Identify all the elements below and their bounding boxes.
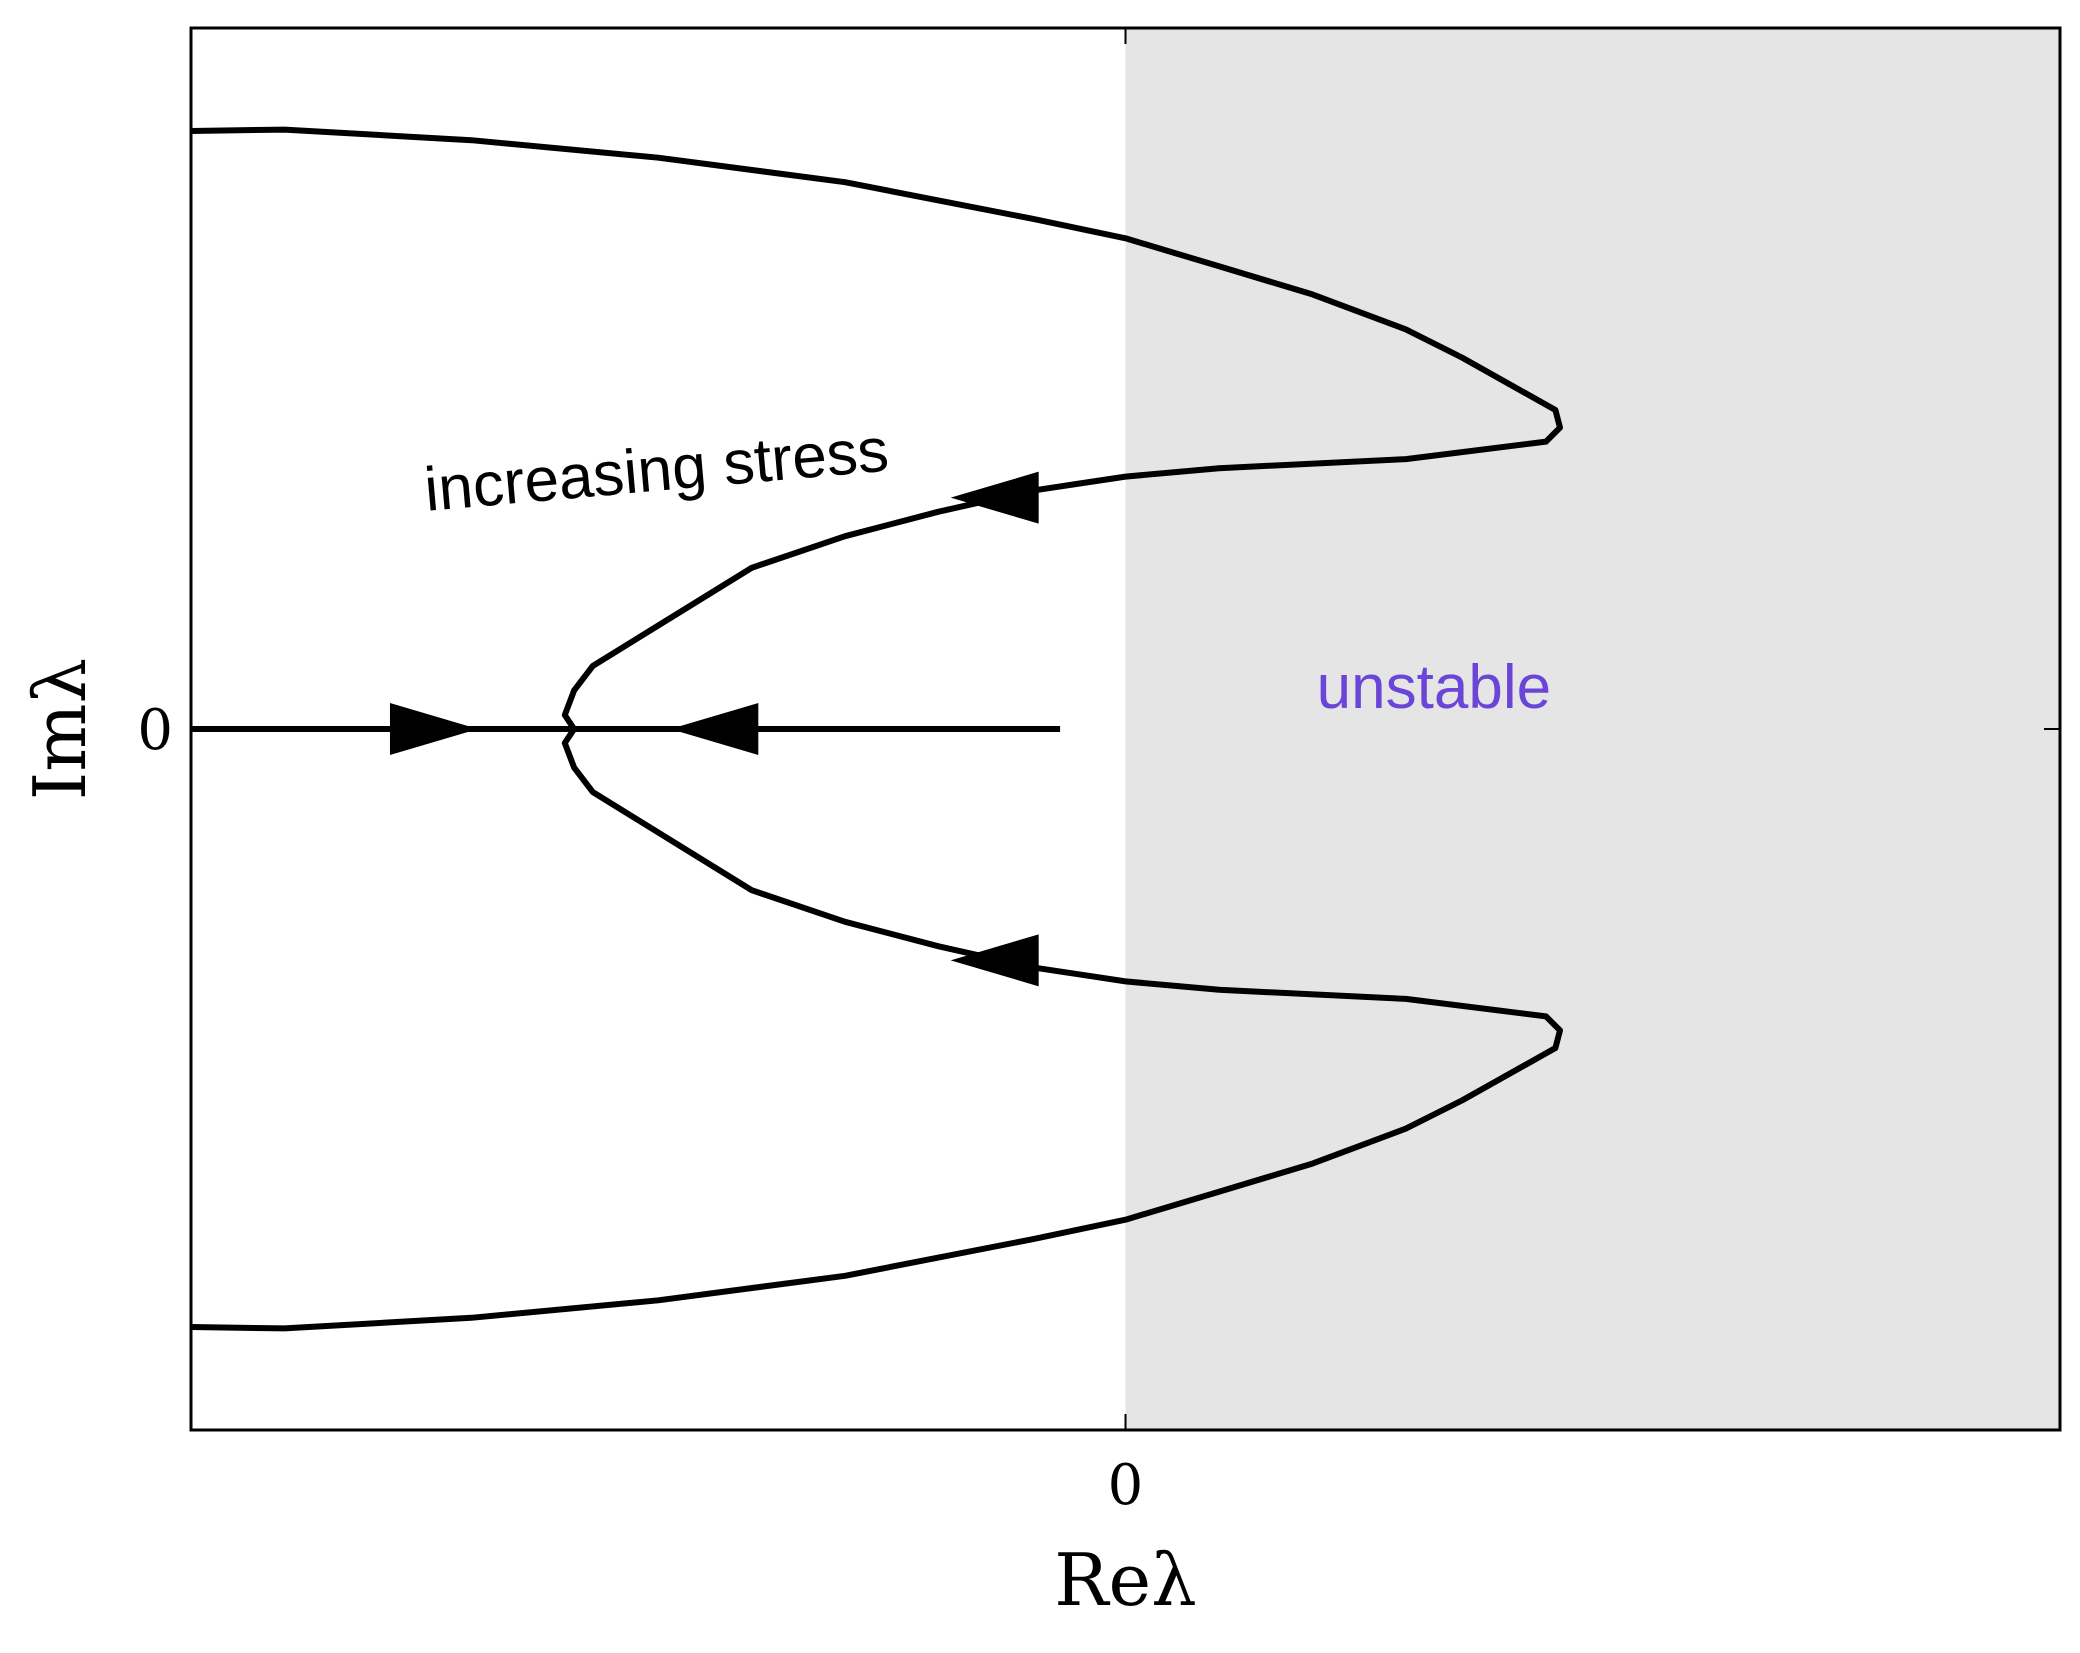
plot-frame <box>189 26 2062 1432</box>
y-axis-label: Imλ <box>18 658 102 800</box>
x-axis-label: Reλ <box>1054 1538 1196 1622</box>
y-tick-label: 0 <box>137 698 173 763</box>
series-curve-1 <box>190 727 1563 1332</box>
direction-arrow-0 <box>389 703 478 755</box>
x-tick-label: 0 <box>1108 1453 1144 1518</box>
annotation-unstable: unstable <box>1317 653 1551 722</box>
series-curve-0 <box>190 126 1563 731</box>
arrow-layer <box>389 471 1039 987</box>
annotation-increasing-stress: increasing stress <box>422 416 891 525</box>
direction-arrow-3 <box>950 934 1039 987</box>
direction-arrow-2 <box>950 471 1039 524</box>
direction-arrow-1 <box>670 703 759 755</box>
tick-layer <box>191 28 2060 1430</box>
unstable-region <box>1125 28 2060 1430</box>
